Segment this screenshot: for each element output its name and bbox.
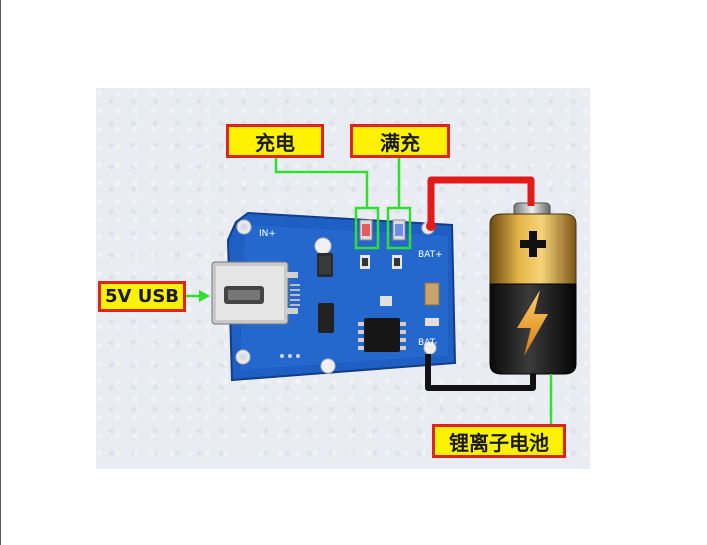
charger-ic (364, 318, 400, 352)
usb-connector (211, 261, 300, 325)
battery-plus-icon (520, 231, 546, 257)
full-charge-label: 满充 (350, 124, 450, 158)
lightning-bolt-icon (517, 290, 548, 356)
usb-input-label: 5V USB (98, 281, 186, 312)
bat-plus-mark: BAT+ (418, 250, 443, 260)
bat-minus-mark: BAT- (418, 338, 438, 348)
pcb-board: IN+ BAT+ BAT- (226, 211, 457, 382)
in-plus-mark: IN+ (259, 229, 276, 239)
positive-wire (427, 176, 535, 224)
battery (489, 202, 577, 375)
usb-arrow-icon (199, 290, 210, 302)
photo-background (96, 88, 590, 469)
frame-edge (0, 0, 1, 545)
leader-lines (186, 158, 553, 426)
negative-wire (425, 354, 536, 391)
battery-label: 锂离子电池 (432, 424, 566, 458)
charging-label: 充电 (226, 124, 324, 158)
